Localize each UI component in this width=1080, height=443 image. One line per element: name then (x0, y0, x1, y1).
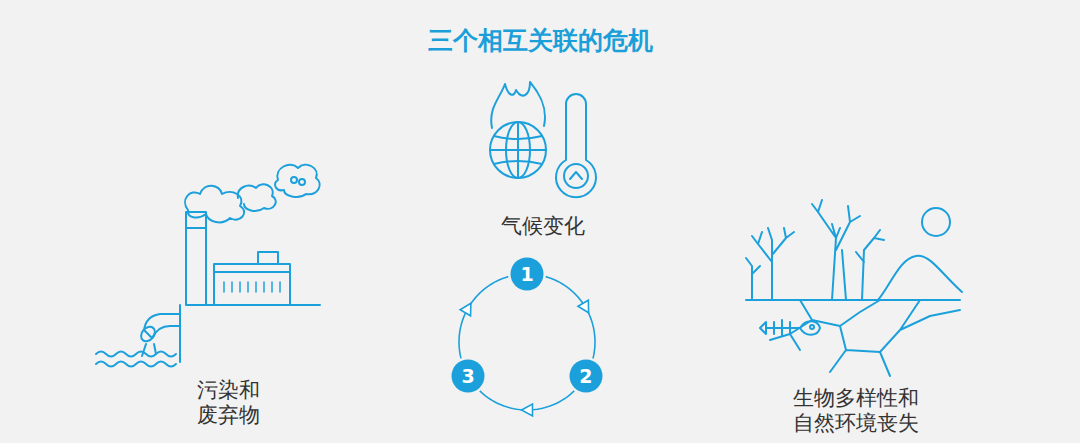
cycle-connector (480, 391, 574, 416)
pollution-icon (96, 165, 320, 367)
diagram-title: 三个相互关联的危机 (428, 24, 653, 57)
arrowhead (460, 303, 471, 316)
circle-fill (452, 360, 485, 393)
step-circle: 3 (451, 359, 485, 393)
arc-line (546, 277, 595, 359)
biodiversity-label: 生物多样性和 自然环境丧失 (784, 386, 929, 436)
arrowhead (578, 300, 589, 313)
arc-line (459, 277, 508, 359)
callout-number: 2 (569, 359, 603, 393)
step-circle: 2 (569, 359, 603, 393)
pollution-label: 污染和 废弃物 (192, 378, 264, 428)
callout-number: 1 (510, 257, 544, 291)
arrowhead (521, 404, 532, 416)
callout-number: 3 (451, 359, 485, 393)
climate-label: 气候变化 (473, 214, 613, 239)
biodiversity-icon (746, 200, 962, 376)
circle-fill (569, 360, 602, 393)
cycle-connector (459, 277, 508, 359)
circle-fill (511, 258, 544, 291)
cycle-connector (546, 277, 595, 359)
climate-icon (490, 82, 596, 197)
step-circle: 1 (510, 257, 544, 291)
